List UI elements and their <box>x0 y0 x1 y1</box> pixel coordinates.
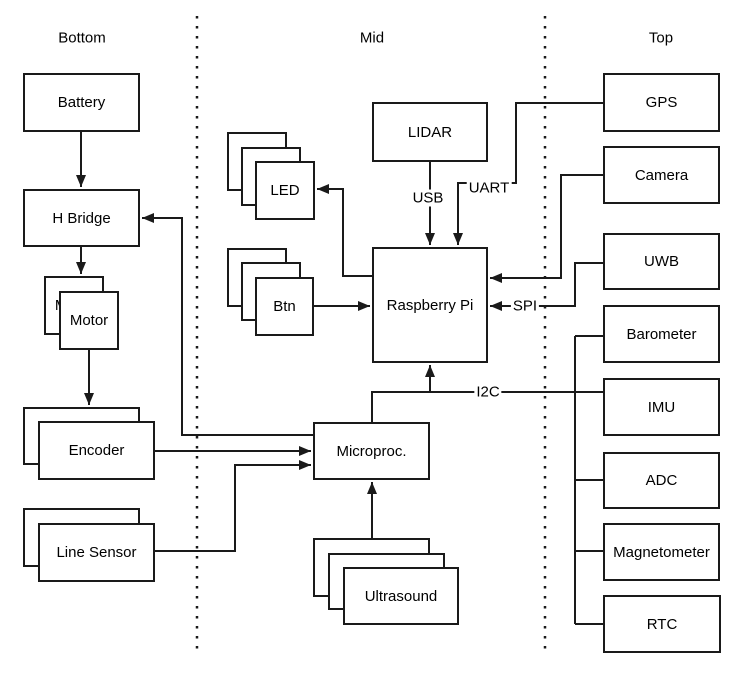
node-raspberry-pi-label: Raspberry Pi <box>386 296 474 314</box>
node-rtc: RTC <box>603 595 721 653</box>
bus-label-i2c: I2C <box>474 383 502 401</box>
wire-raspberrypi-led <box>317 184 372 277</box>
node-uwb-label: UWB <box>644 253 679 270</box>
node-led-label: LED <box>270 182 300 199</box>
node-gps: GPS <box>603 73 720 132</box>
node-camera-label: Camera <box>634 166 689 184</box>
node-btn-label: Btn <box>273 298 296 315</box>
bus-label-usb: USB <box>410 189 446 207</box>
node-h-bridge-label: H Bridge <box>52 209 111 227</box>
node-motor: Motor <box>59 291 119 350</box>
node-adc: ADC <box>603 452 720 509</box>
node-magnetometer-label: Magnetometer <box>613 543 710 561</box>
node-uwb: UWB <box>603 233 720 290</box>
node-h-bridge: H Bridge <box>23 189 140 247</box>
wire-camera-raspberrypi <box>490 174 603 283</box>
node-barometer: Barometer <box>603 305 720 363</box>
wire-linesensor-microproc <box>155 460 311 552</box>
wire-i2c-main <box>371 391 603 422</box>
node-imu-label: IMU <box>647 398 676 416</box>
wire-uwb-raspberrypi-spi <box>490 262 603 311</box>
node-raspberry-pi: Raspberry Pi <box>372 247 488 363</box>
node-camera: Camera <box>603 146 720 204</box>
node-btn: Btn <box>255 277 314 336</box>
node-battery-label: Battery <box>57 94 106 111</box>
node-barometer-label: Barometer <box>626 325 697 343</box>
node-adc-label: ADC <box>645 472 678 489</box>
node-gps-label: GPS <box>645 94 678 111</box>
bus-label-spi: SPI <box>510 297 540 315</box>
bus-label-uart: UART <box>466 179 512 197</box>
wire-gps-raspberrypi-uart <box>453 102 603 245</box>
node-encoder-label: Encoder <box>68 442 125 459</box>
node-led: LED <box>255 161 315 220</box>
node-lidar-label: LIDAR <box>407 123 453 141</box>
node-ultrasound: Ultrasound <box>343 567 459 625</box>
wire-microproc-hbridge <box>142 213 313 436</box>
section-label-mid: Mid <box>359 29 385 47</box>
section-label-top: Top <box>648 29 674 47</box>
node-battery: Battery <box>23 73 140 132</box>
node-line-sensor: Line Sensor <box>38 523 155 582</box>
node-microproc: Microproc. <box>313 422 430 480</box>
node-magnetometer: Magnetometer <box>603 523 720 581</box>
node-ultrasound-label: Ultrasound <box>364 587 438 605</box>
node-rtc-label: RTC <box>646 615 678 633</box>
node-microproc-label: Microproc. <box>336 442 407 460</box>
node-imu: IMU <box>603 378 720 436</box>
node-line-sensor-label: Line Sensor <box>56 544 137 561</box>
node-encoder: Encoder <box>38 421 155 480</box>
node-lidar: LIDAR <box>372 102 488 162</box>
node-motor-label: Motor <box>69 312 109 329</box>
section-label-bottom: Bottom <box>58 29 106 47</box>
